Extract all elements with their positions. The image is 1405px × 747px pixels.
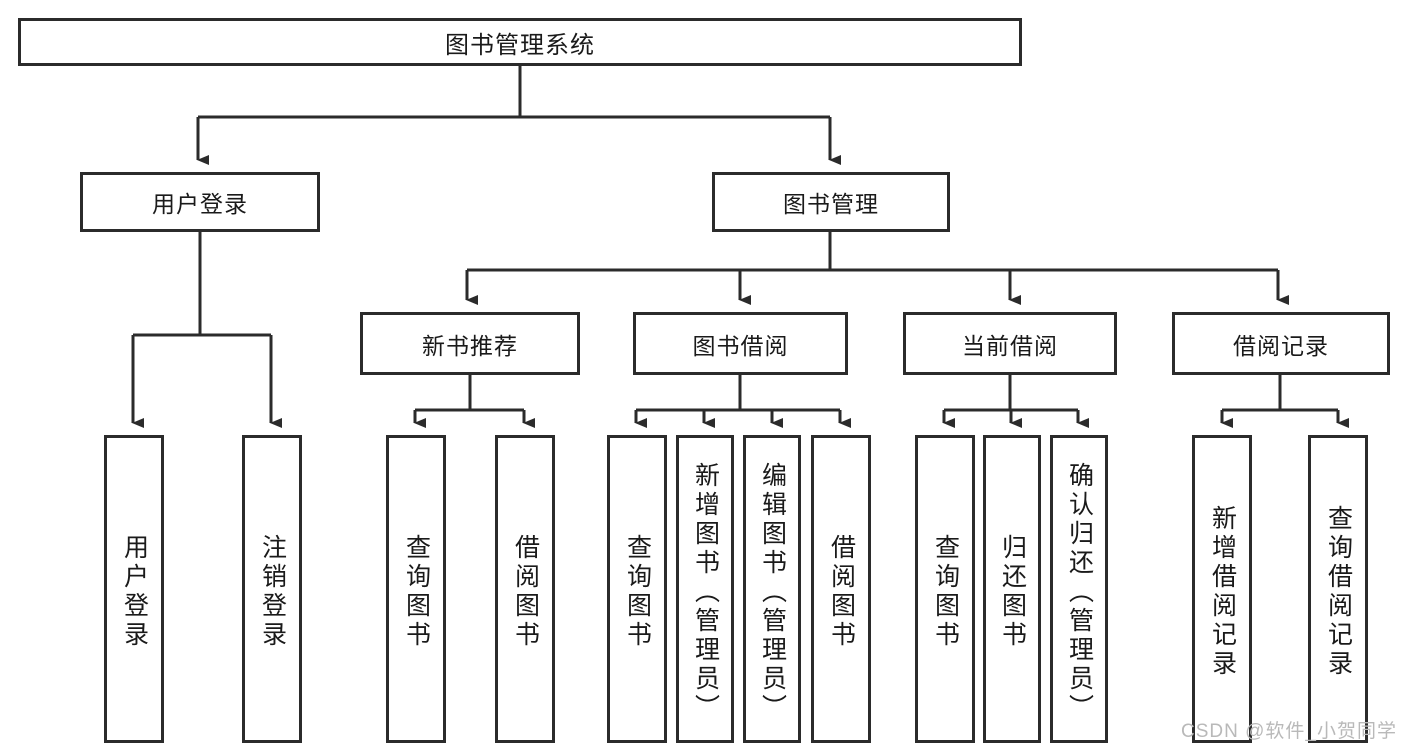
node-book-borrow[interactable]: 图书借阅	[633, 312, 848, 375]
leaf-add-borrow-record[interactable]: 新增借阅记录	[1192, 435, 1252, 743]
leaf-return-book[interactable]: 归还图书	[983, 435, 1041, 743]
leaf-borrow-book-borrow[interactable]: 借阅图书	[811, 435, 871, 743]
leaf-query-book-current[interactable]: 查询图书	[915, 435, 975, 743]
leaf-edit-book[interactable]: 编辑图书（管理员）	[743, 435, 801, 743]
node-user-login[interactable]: 用户登录	[80, 172, 320, 232]
leaf-query-book-recommend[interactable]: 查询图书	[386, 435, 446, 743]
leaf-query-borrow-record[interactable]: 查询借阅记录	[1308, 435, 1368, 743]
node-root[interactable]: 图书管理系统	[18, 18, 1022, 66]
node-new-book-recommend[interactable]: 新书推荐	[360, 312, 580, 375]
csdn-watermark: CSDN @软件_小贺同学	[1181, 721, 1397, 742]
leaf-confirm-return[interactable]: 确认归还（管理员）	[1050, 435, 1108, 743]
node-book-management[interactable]: 图书管理	[712, 172, 950, 232]
leaf-user-logout[interactable]: 注销登录	[242, 435, 302, 743]
node-borrow-record[interactable]: 借阅记录	[1172, 312, 1390, 375]
leaf-user-login[interactable]: 用户登录	[104, 435, 164, 743]
node-current-borrow[interactable]: 当前借阅	[903, 312, 1117, 375]
leaf-query-book-borrow[interactable]: 查询图书	[607, 435, 667, 743]
leaf-borrow-book-recommend[interactable]: 借阅图书	[495, 435, 555, 743]
leaf-add-book[interactable]: 新增图书（管理员）	[676, 435, 734, 743]
